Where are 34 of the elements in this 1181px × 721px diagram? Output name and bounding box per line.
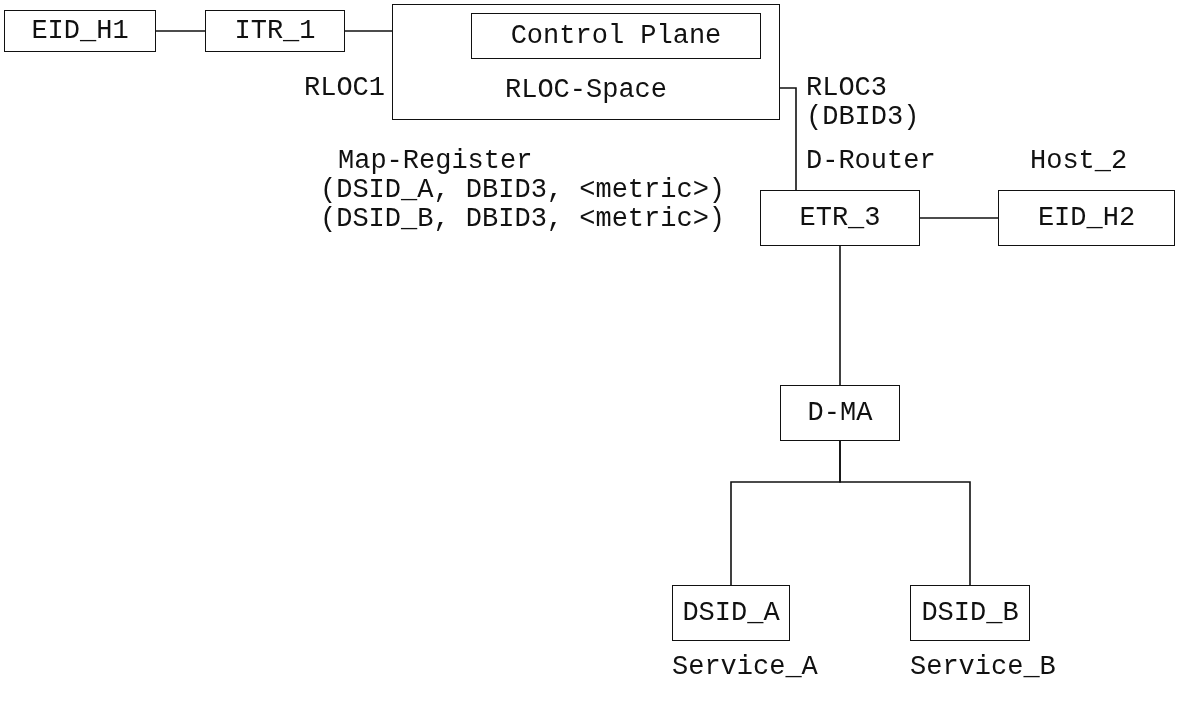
network-region-box [392,4,780,120]
connector-line [839,440,971,586]
connector-line [839,245,841,386]
network-box [4,10,156,52]
text-label: (DSID_A, DBID3, <metric>) [320,175,726,205]
node-caption: Service_A [672,652,818,682]
network-box [910,585,1030,641]
node-caption: Service_B [910,652,1056,682]
network-box [471,13,761,59]
text-label: RLOC1 [304,73,385,103]
connector-line [155,30,206,32]
node-caption: D-Router [806,146,936,176]
node-label: ITR_1 [234,16,316,46]
text-label: (DBID3) [806,102,920,132]
network-box [672,585,790,641]
node-label: D-MA [807,398,873,428]
node-label: RLOC-Space [505,75,667,105]
network-box [760,190,920,246]
text-label: (DSID_B, DBID3, <metric>) [320,204,726,234]
text-label: RLOC3 [806,73,887,103]
node-label: DSID_B [921,598,1019,628]
node-label: EID_H2 [1037,203,1136,233]
node-caption: Host_2 [1030,146,1128,176]
network-box [780,385,900,441]
network-box [205,10,345,52]
node-label: DSID_A [682,598,780,628]
connector-line [919,217,999,219]
node-label: ETR_3 [799,203,881,233]
connector-line [344,30,393,32]
connector-line [779,87,797,191]
text-label: Map-Register [338,146,533,176]
node-label: Control Plane [510,21,722,51]
network-box [998,190,1175,246]
node-label: EID_H1 [31,16,129,46]
